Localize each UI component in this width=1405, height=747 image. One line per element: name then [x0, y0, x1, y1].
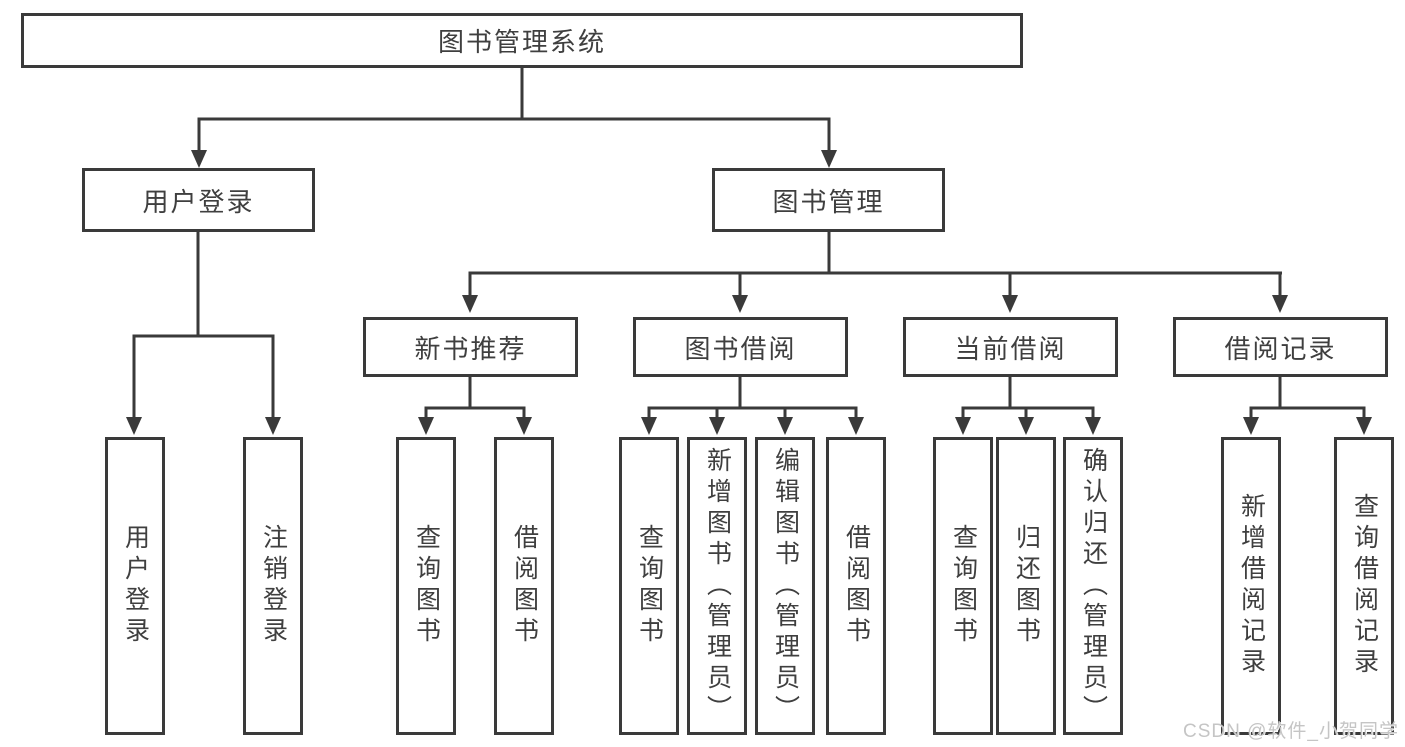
node-label: 用户登录 [121, 524, 150, 648]
arrowhead [1085, 417, 1101, 435]
node-label: 归还图书 [1012, 524, 1041, 648]
node-leaf-query-borrow-record: 查询借阅记录 [1334, 437, 1394, 735]
node-current-borrowing: 当前借阅 [903, 317, 1118, 377]
connector-root-to-branches [197, 68, 831, 152]
node-label: 确认归还（管理员） [1079, 446, 1108, 726]
node-new-book-recommend: 新书推荐 [363, 317, 578, 377]
arrowhead [732, 295, 748, 313]
node-label: 借阅图书 [842, 524, 871, 648]
node-user-login-branch: 用户登录 [82, 168, 315, 232]
arrowhead [126, 417, 142, 435]
node-label: 图书管理 [772, 186, 885, 217]
arrowhead [1002, 295, 1018, 313]
node-leaf-add-borrow-record: 新增借阅记录 [1221, 437, 1281, 735]
node-leaf-return-books: 归还图书 [996, 437, 1056, 735]
node-leaf-logout: 注销登录 [243, 437, 303, 735]
arrowhead [1018, 417, 1034, 435]
node-leaf-borrow-books-recommend: 借阅图书 [494, 437, 554, 735]
node-leaf-edit-books-admin: 编辑图书（管理员） [755, 437, 815, 735]
node-label: 编辑图书（管理员） [771, 446, 800, 726]
node-borrowing-records: 借阅记录 [1173, 317, 1388, 377]
connector-borrowing-records-to-leaves [1249, 377, 1366, 419]
arrowhead [418, 417, 434, 435]
arrowhead [777, 417, 793, 435]
node-label: 查询图书 [412, 524, 441, 648]
arrowhead [265, 417, 281, 435]
node-label: 图书借阅 [684, 333, 797, 364]
connector-book-borrowing-to-leaves [647, 377, 858, 419]
arrowhead [1272, 295, 1288, 313]
arrowhead [955, 417, 971, 435]
node-leaf-query-books-recommend: 查询图书 [396, 437, 456, 735]
node-label: 新增借阅记录 [1237, 493, 1266, 679]
node-label: 查询图书 [635, 524, 664, 648]
node-label: 新增图书（管理员） [703, 446, 732, 726]
connector-new-book-recommend-to-leaves [424, 377, 526, 419]
node-label: 新书推荐 [414, 333, 527, 364]
connector-book-management-to-modules [468, 232, 1282, 297]
node-label: 当前借阅 [954, 333, 1067, 364]
node-leaf-confirm-return-admin: 确认归还（管理员） [1063, 437, 1123, 735]
connector-current-borrowing-to-leaves [961, 377, 1095, 419]
node-leaf-query-books-borrowing: 查询图书 [619, 437, 679, 735]
node-label: 借阅图书 [510, 524, 539, 648]
node-library-management-system: 图书管理系统 [21, 13, 1023, 68]
arrowhead [1356, 417, 1372, 435]
arrowhead [821, 150, 837, 168]
node-label: 查询图书 [949, 524, 978, 648]
node-book-borrowing: 图书借阅 [633, 317, 848, 377]
node-book-management-branch: 图书管理 [712, 168, 945, 232]
node-leaf-query-books-current: 查询图书 [933, 437, 993, 735]
csdn-watermark: CSDN @软件_小贺同学 [1183, 721, 1399, 742]
connector-user-login-to-leaves [132, 232, 275, 419]
arrowhead [191, 150, 207, 168]
arrowhead [1243, 417, 1259, 435]
arrowhead [462, 295, 478, 313]
arrowhead [516, 417, 532, 435]
node-leaf-borrow-books: 借阅图书 [826, 437, 886, 735]
node-leaf-add-books-admin: 新增图书（管理员） [687, 437, 747, 735]
arrowhead [848, 417, 864, 435]
node-label: 用户登录 [142, 186, 255, 217]
node-label: 图书管理系统 [437, 27, 606, 57]
node-label: 借阅记录 [1224, 333, 1337, 364]
node-label: 查询借阅记录 [1350, 493, 1379, 679]
node-label: 注销登录 [259, 524, 288, 648]
arrowhead [709, 417, 725, 435]
node-leaf-user-login: 用户登录 [105, 437, 165, 735]
arrowhead [641, 417, 657, 435]
